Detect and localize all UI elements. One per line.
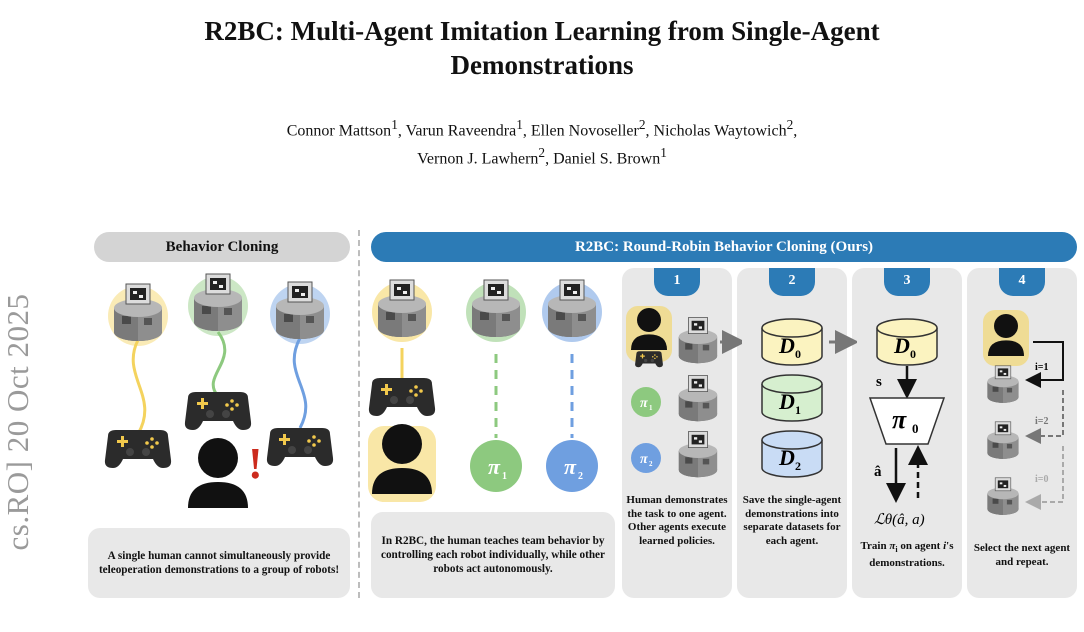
- dataset-subscript: 1: [795, 403, 801, 417]
- controller-icon: [368, 378, 436, 416]
- author-affil: 1: [660, 145, 667, 161]
- cycle-arrow-2: [1025, 390, 1064, 444]
- arxiv-stamp: cs.RO] 20 Oct 2025: [0, 293, 35, 551]
- r2bc-illustration: π 1 π 2: [368, 279, 602, 502]
- exclamation-mark: !: [248, 439, 263, 488]
- policy-network-trapezoid: [868, 397, 946, 445]
- cycle-arrow-3: [1025, 446, 1064, 510]
- author-list: Connor Mattson1, Varun Raveendra1, Ellen…: [0, 114, 1084, 171]
- robot-icon: [987, 421, 1019, 460]
- r2bc-header: R2BC: Round-Robin Behavior Cloning (Ours…: [371, 232, 1077, 262]
- behavior-cloning-header: Behavior Cloning: [94, 232, 350, 262]
- bc-caption-box: A single human cannot simultaneously pro…: [88, 528, 350, 598]
- robot-icon: [678, 317, 718, 364]
- step-tab: 2: [769, 268, 815, 296]
- step3-caption: Train πi on agent i's demonstrations.: [854, 540, 960, 570]
- title-line-2: Demonstrations: [450, 50, 634, 80]
- robot-icon: [678, 431, 718, 478]
- author-name: Connor Mattson: [286, 122, 392, 140]
- dataset-subscript: 0: [795, 347, 801, 361]
- dataset-label: D: [778, 445, 795, 470]
- r2bc-caption-box: In R2BC, the human teaches team behavior…: [371, 512, 615, 598]
- policy-label: π: [640, 452, 648, 467]
- controller-icon: [266, 428, 334, 466]
- robot-icon: [678, 375, 718, 422]
- step4-caption: Select the next agent and repeat.: [973, 542, 1071, 568]
- author-name: Varun Raveendra: [405, 122, 517, 140]
- state-label: s: [876, 374, 882, 390]
- caption-policy-sub: i: [895, 545, 898, 555]
- controller-icon: [635, 351, 663, 368]
- step-tab: 4: [999, 268, 1045, 296]
- author-name: Vernon J. Lawhern: [417, 150, 539, 168]
- policy-circle-green: [631, 387, 661, 417]
- step-tab: 3: [884, 268, 930, 296]
- caption-policy: π: [889, 540, 896, 552]
- step1-illustration: π 1 π 2: [626, 306, 742, 478]
- section-divider: [358, 230, 360, 598]
- author-name: Daniel S. Brown: [553, 150, 661, 168]
- author-name: Nicholas Waytowich: [653, 122, 787, 140]
- paper-title: R2BC: Multi-Agent Imitation Learning fro…: [0, 14, 1084, 82]
- title-line-1: R2BC: Multi-Agent Imitation Learning fro…: [204, 16, 880, 46]
- step2-illustration: D 0 D 1 D 2: [761, 318, 857, 478]
- author-name: Ellen Novoseller: [530, 122, 639, 140]
- caption-text: on agent: [900, 540, 941, 552]
- dataset-subscript: 2: [795, 459, 801, 473]
- step-tab: 1: [654, 268, 700, 296]
- person-icon: [188, 438, 248, 508]
- cycle-label: i=2: [1035, 416, 1048, 427]
- step3-illustration: D 0 s π 0 â ℒθ(â, a): [868, 318, 946, 528]
- dataset-label: D: [893, 333, 910, 358]
- policy-subscript: 1: [502, 471, 507, 482]
- step4-illustration: i=1 i=2 i=0: [983, 310, 1064, 516]
- link-cable-blue: [292, 337, 308, 429]
- dataset-label: D: [778, 333, 795, 358]
- author-affil: 2: [786, 117, 794, 132]
- policy-label: π: [640, 396, 648, 411]
- policy-network-label: π: [892, 405, 907, 434]
- caption-text: Train: [860, 540, 887, 552]
- robot-icon: [987, 477, 1019, 516]
- policy-subscript: 1: [649, 404, 653, 412]
- policy-subscript: 2: [578, 471, 583, 482]
- policy-circle-green: [470, 440, 522, 492]
- dataset-label: D: [778, 389, 795, 414]
- step1-caption: Human demonstrates the task to one agent…: [626, 494, 728, 547]
- author-affil: 1: [391, 117, 398, 132]
- policy-circle-blue: [546, 440, 598, 492]
- step2-caption: Save the single-agent demonstrations int…: [742, 494, 842, 547]
- cycle-label: i=0: [1035, 474, 1048, 485]
- controller-icon: [184, 392, 252, 430]
- policy-label: π: [564, 454, 577, 479]
- authors-line-1: Connor Mattson1, Varun Raveendra1, Ellen…: [286, 117, 798, 140]
- policy-subscript: 2: [649, 460, 653, 468]
- author-affil: 1: [516, 117, 523, 132]
- link-cable-yellow: [131, 339, 147, 435]
- caption-index: i: [943, 540, 947, 552]
- author-affil: 2: [538, 145, 546, 161]
- policy-circle-blue: [631, 443, 661, 473]
- loss-label: ℒθ(â, a): [874, 512, 925, 528]
- link-cable-green: [211, 331, 227, 398]
- authors-line-2: Vernon J. Lawhern2, Daniel S. Brown1: [417, 145, 667, 168]
- author-affil: 2: [638, 117, 646, 132]
- caption-text: 's demonstrations.: [869, 540, 954, 569]
- cycle-label: i=1: [1035, 362, 1048, 373]
- dataset-subscript: 0: [910, 347, 916, 361]
- policy-label: π: [488, 454, 501, 479]
- behavior-cloning-illustration: !: [104, 273, 334, 508]
- robot-icon: [987, 365, 1019, 404]
- cycle-arrow-1: [1025, 341, 1064, 388]
- policy-network-subscript: 0: [912, 421, 919, 436]
- controller-icon: [104, 430, 172, 468]
- action-label: â: [874, 464, 882, 480]
